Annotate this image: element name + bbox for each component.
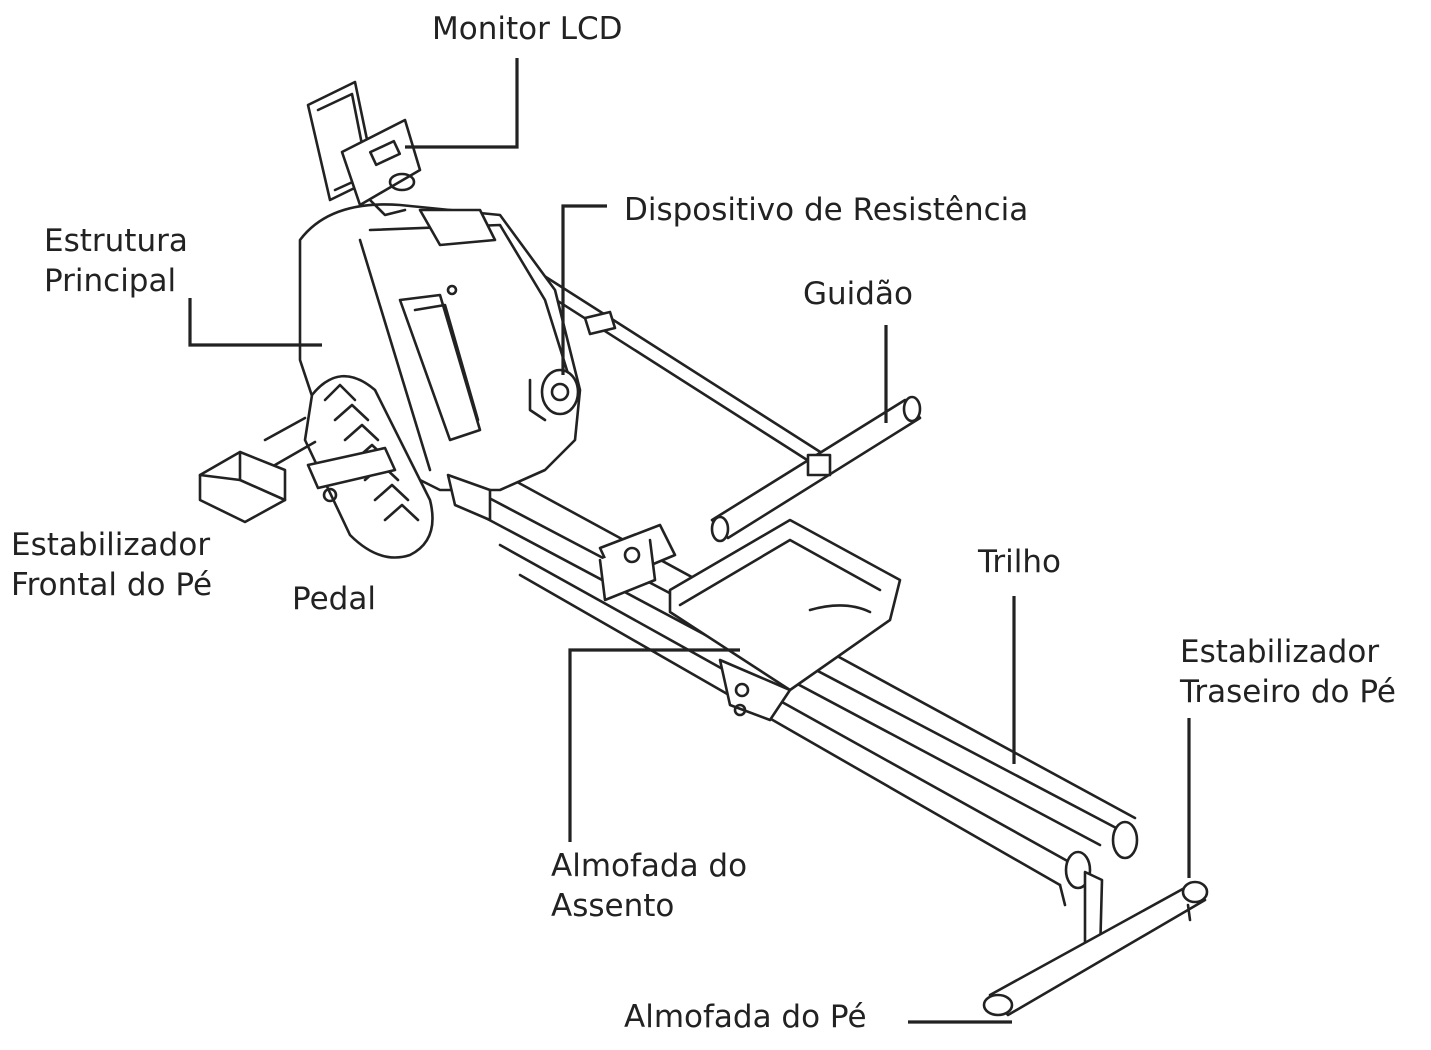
label-monitor-lcd: Monitor LCD — [432, 11, 623, 47]
label-rear-stabilizer: Estabilizador Traseiro do Pé — [1180, 632, 1396, 712]
label-rail: Trilho — [978, 544, 1061, 580]
monitor-drawing — [306, 80, 422, 217]
label-rear-stabilizer-line-1: Estabilizador — [1180, 634, 1380, 670]
label-main-frame-line-1: Estrutura — [44, 223, 188, 259]
label-main-frame-line-2: Principal — [44, 263, 177, 299]
label-front-stabilizer: Estabilizador Frontal do Pé — [11, 525, 212, 605]
label-handlebar: Guidão — [803, 276, 913, 312]
label-rear-stabilizer-line-2: Traseiro do Pé — [1180, 674, 1397, 710]
label-front-stabilizer-line-1: Estabilizador — [11, 527, 211, 563]
pedal-drawing — [303, 374, 434, 559]
label-seat-cushion-line-1: Almofada do — [551, 848, 748, 884]
label-resistance-device: Dispositivo de Resistência — [624, 192, 1029, 228]
front-stabilizer-drawing — [198, 416, 317, 524]
label-main-frame: Estrutura Principal — [44, 221, 188, 301]
label-front-stabilizer-line-2: Frontal do Pé — [11, 567, 213, 603]
label-foot-pad: Almofada do Pé — [624, 999, 867, 1035]
seat-drawing — [598, 518, 902, 722]
label-pedal: Pedal — [292, 581, 376, 617]
label-seat-cushion: Almofada do Assento — [551, 846, 747, 926]
leader-lines — [188, 58, 1191, 1024]
label-seat-cushion-line-2: Assento — [551, 888, 675, 924]
rear-stabilizer-drawing — [982, 870, 1209, 1017]
